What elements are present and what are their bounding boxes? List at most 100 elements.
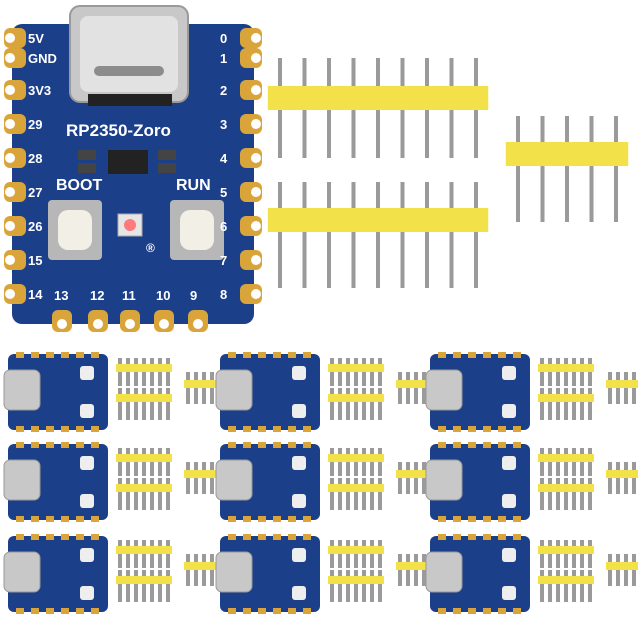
thumb-header-pin	[166, 388, 170, 420]
thumb-pad	[258, 516, 266, 522]
bottom-pin-label: 10	[156, 288, 170, 303]
thumb-long-header	[538, 478, 594, 510]
thumb-header-pin	[354, 570, 358, 602]
thumb-pad	[243, 352, 251, 358]
regulator-chip	[78, 150, 176, 174]
thumb-pad	[288, 426, 296, 432]
long-header-bottom-pin	[376, 182, 380, 288]
thumb-pad	[76, 442, 84, 448]
right-pin-label: 2	[220, 83, 227, 98]
thumb-pad	[16, 352, 24, 358]
thumb-pad	[61, 442, 69, 448]
thumb-header-plastic	[116, 484, 172, 492]
thumb-button	[502, 586, 516, 600]
thumb-pad	[258, 442, 266, 448]
short-header-pin	[540, 116, 545, 222]
thumb-pad	[438, 516, 446, 522]
run-button[interactable]	[170, 200, 224, 260]
thumb-pad	[76, 608, 84, 614]
thumb-short-header	[396, 462, 428, 494]
long-header-bottom-pin	[278, 182, 282, 288]
thumb-header-pin	[142, 388, 146, 420]
thumb-header-plastic	[116, 394, 172, 402]
thumb-button	[502, 366, 516, 380]
thumb-header-pin	[134, 478, 138, 510]
thumb-header-pin	[588, 570, 592, 602]
thumb-pad	[46, 534, 54, 540]
thumb-button	[502, 404, 516, 418]
thumb-pad	[438, 608, 446, 614]
thumb-header-pin	[158, 570, 162, 602]
thumb-header-pin	[118, 388, 122, 420]
thumb-pad	[91, 534, 99, 540]
right-edge-pad-hole	[251, 153, 261, 163]
thumb-header-pin	[150, 388, 154, 420]
thumb-pad	[31, 534, 39, 540]
left-edge-pad-hole	[5, 119, 15, 129]
thumb-header-pin	[564, 478, 568, 510]
thumb-pad	[288, 352, 296, 358]
short-header-pin	[589, 116, 594, 222]
thumbnail-item	[215, 442, 428, 522]
right-edge-pad-hole	[251, 85, 261, 95]
thumb-header-plastic	[538, 454, 594, 462]
thumb-header-pin	[338, 570, 342, 602]
thumb-usb	[215, 459, 253, 501]
right-edge-pad-hole	[251, 33, 261, 43]
thumb-pad	[91, 442, 99, 448]
thumbnail-item	[425, 534, 638, 614]
thumb-pad	[76, 352, 84, 358]
boot-button[interactable]	[48, 200, 102, 260]
thumb-header-plastic	[328, 576, 384, 584]
thumb-pad	[46, 608, 54, 614]
thumb-header-pin	[166, 570, 170, 602]
thumb-header-pin	[330, 388, 334, 420]
thumb-header-pin	[572, 570, 576, 602]
short-header-pin	[565, 116, 569, 222]
short-header-plastic	[505, 142, 629, 166]
thumb-pad	[513, 352, 521, 358]
thumb-header-pin	[330, 570, 334, 602]
thumb-short-plastic	[396, 562, 428, 570]
thumbnail-item	[425, 442, 638, 522]
thumb-pad	[513, 426, 521, 432]
thumb-header-pin	[556, 478, 560, 510]
thumb-header-plastic	[116, 576, 172, 584]
thumb-pad	[16, 426, 24, 432]
thumb-header-pin	[580, 478, 584, 510]
run-label: RUN	[176, 177, 211, 194]
thumb-header-plastic	[538, 576, 594, 584]
thumb-header-pin	[556, 570, 560, 602]
bottom-pin-label: 11	[122, 288, 136, 303]
thumbnail-item	[3, 352, 216, 432]
thumb-pad	[243, 534, 251, 540]
thumb-pad	[61, 534, 69, 540]
thumb-short-header	[606, 554, 638, 586]
right-edge-pad-hole	[251, 119, 261, 129]
long-header-bottom-pin	[400, 182, 405, 288]
thumb-short-header	[184, 372, 216, 404]
thumb-pad	[513, 534, 521, 540]
thumb-pad	[453, 352, 461, 358]
right-pin-label: 8	[220, 287, 227, 302]
thumb-pad	[303, 352, 311, 358]
thumb-long-header	[328, 570, 384, 602]
thumb-pad	[438, 352, 446, 358]
thumb-pad	[31, 442, 39, 448]
thumb-pad	[243, 608, 251, 614]
rp2350-zoro-board: RP2350-Zoro BOOT RUN ® 5VGND3V3292827261…	[4, 5, 262, 332]
thumb-long-header	[116, 478, 172, 510]
thumb-header-pin	[134, 388, 138, 420]
left-pin-label: GND	[28, 51, 57, 66]
thumb-long-header	[328, 358, 384, 386]
thumb-long-header	[116, 448, 172, 476]
thumb-header-pin	[158, 478, 162, 510]
thumb-header-pin	[580, 570, 584, 602]
usb-c-connector	[69, 5, 189, 106]
thumb-long-header	[328, 388, 384, 420]
thumb-long-header	[116, 570, 172, 602]
thumb-pad	[91, 516, 99, 522]
right-edge-pad-hole	[251, 187, 261, 197]
